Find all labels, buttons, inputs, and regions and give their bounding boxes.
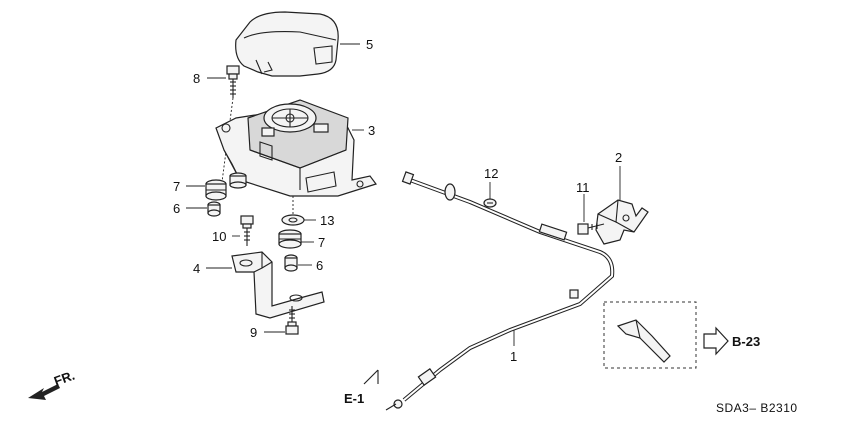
reference-label-e1: E-1 bbox=[344, 391, 364, 406]
front-direction-label: FR. bbox=[52, 368, 77, 389]
screw-12 bbox=[483, 198, 497, 208]
reference-arrow-e1 bbox=[363, 369, 379, 385]
callout-6-lower: 6 bbox=[316, 258, 323, 273]
bracket-4 bbox=[231, 251, 325, 319]
rubber-mount-7-upper bbox=[205, 179, 227, 201]
callout-13: 13 bbox=[320, 213, 334, 228]
callout-2: 2 bbox=[615, 150, 622, 165]
collar-6-lower bbox=[284, 254, 298, 272]
callout-10: 10 bbox=[212, 229, 226, 244]
diagram-code: SDA3– B2310 bbox=[716, 401, 798, 415]
callout-8: 8 bbox=[193, 71, 200, 86]
cover-part bbox=[235, 11, 339, 77]
reference-label-b23: B-23 bbox=[732, 334, 760, 349]
callout-7-upper: 7 bbox=[173, 179, 180, 194]
reference-part-sketch bbox=[616, 319, 671, 363]
callout-4: 4 bbox=[193, 261, 200, 276]
bolt-8 bbox=[226, 65, 240, 98]
washer-13 bbox=[281, 214, 305, 226]
callout-11: 11 bbox=[576, 180, 590, 195]
bolt-10 bbox=[240, 215, 254, 246]
bolt-9 bbox=[285, 306, 299, 335]
callout-12: 12 bbox=[484, 166, 498, 181]
bolt-11 bbox=[577, 223, 605, 235]
callout-7-lower: 7 bbox=[318, 235, 325, 250]
bracket-2 bbox=[595, 199, 649, 245]
collar-6-upper bbox=[207, 201, 221, 217]
actuator-unit-3 bbox=[215, 99, 377, 197]
callout-9: 9 bbox=[250, 325, 257, 340]
reference-arrow-b23 bbox=[703, 326, 729, 356]
callout-3: 3 bbox=[368, 123, 375, 138]
front-direction-arrow bbox=[28, 384, 60, 400]
cable-1 bbox=[385, 171, 615, 411]
reference-box bbox=[603, 301, 697, 369]
callout-5: 5 bbox=[366, 37, 373, 52]
callout-6-upper: 6 bbox=[173, 201, 180, 216]
callout-1: 1 bbox=[510, 349, 517, 364]
rubber-mount-7-side bbox=[229, 172, 247, 189]
rubber-mount-7-lower bbox=[278, 229, 302, 249]
